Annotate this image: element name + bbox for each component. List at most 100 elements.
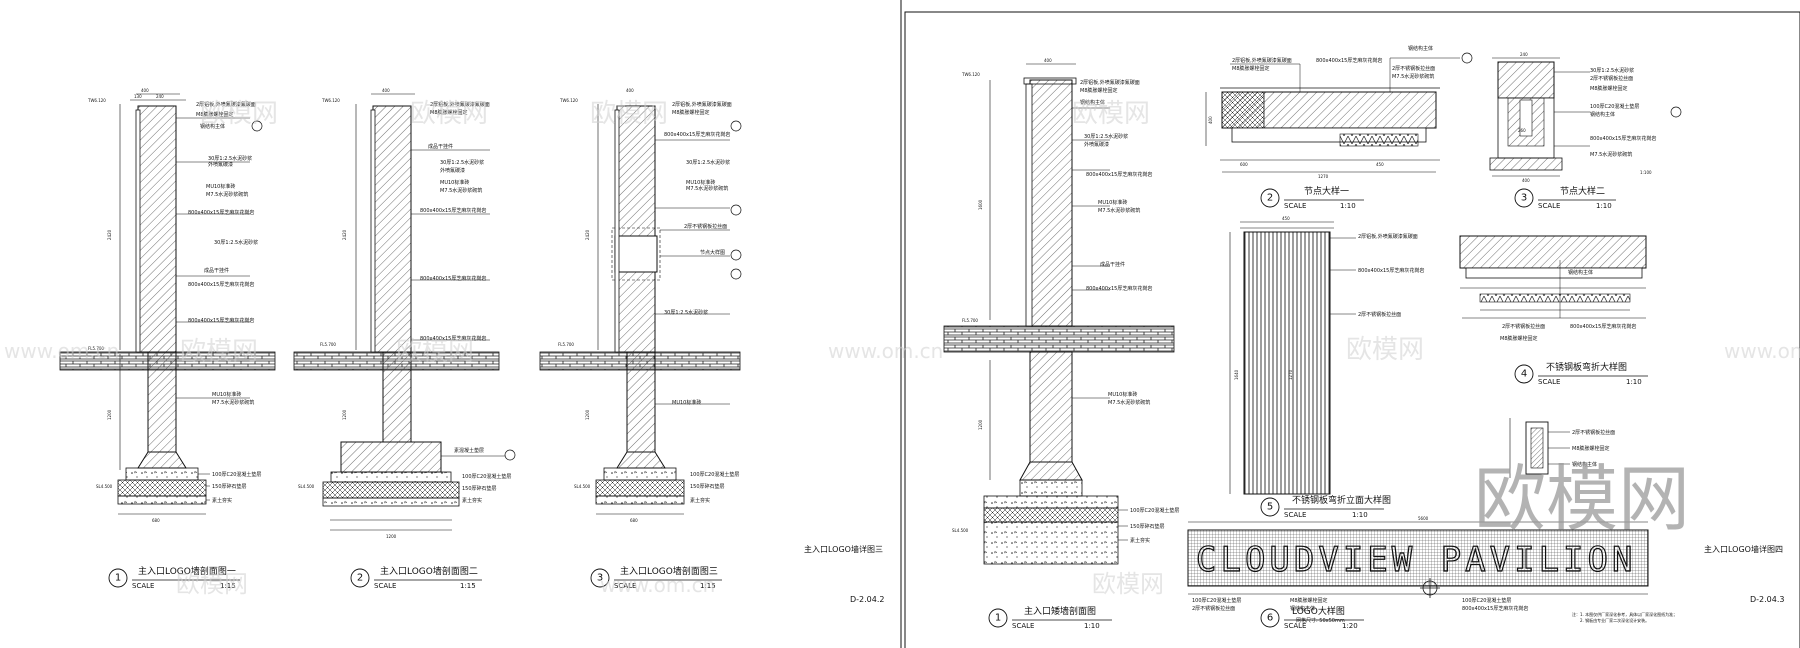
- d6-note-ss: 2厚不锈钢板拉丝面: [1192, 605, 1235, 612]
- d5-note-stone: 800x400x15厚芝麻灰花岗岩: [1358, 267, 1424, 274]
- d3-note-mortar: 30厚1:2.5水泥砂浆: [1590, 67, 1634, 74]
- section-3-drawing: [539, 104, 742, 515]
- s1-dim-2420: 2420: [107, 229, 112, 240]
- d6-note-c20: 100厚C20混凝土垫层: [1192, 597, 1241, 604]
- svg-text:不锈钢板弯折大样图: 不锈钢板弯折大样图: [1546, 361, 1627, 373]
- detail-3-drawing: [1489, 57, 1682, 177]
- detail-6-drawing: [1187, 521, 1649, 598]
- svg-text:SCALE: SCALE: [1284, 202, 1306, 210]
- svg-text:2: 2: [357, 573, 363, 584]
- d5-dim-450: 450: [1282, 216, 1290, 221]
- d6-note-c20b: 100厚C20混凝土垫层: [1462, 597, 1511, 604]
- svg-text:SCALE: SCALE: [1284, 622, 1306, 630]
- d3-note-stone: 800x400x15厚芝麻灰花岗岩: [1590, 135, 1656, 142]
- s3-dim-680: 680: [630, 518, 638, 523]
- s2-note-gravel: 150厚碎石垫层: [462, 485, 497, 492]
- d4-note-ss: 2厚不锈钢板拉丝面: [1502, 323, 1545, 330]
- s3-note-anchor: M8膨胀螺栓固定: [672, 109, 710, 116]
- s2-note-stone3: 800x400x15厚芝麻灰花岗岩: [420, 335, 486, 342]
- section-2-drawing: [293, 93, 516, 531]
- right-sheet-title: 主入口LOGO墙详图四: [1704, 544, 1783, 554]
- svg-text:SCALE: SCALE: [374, 582, 396, 590]
- svg-text:6: 6: [1267, 613, 1273, 624]
- d2-note-stone: 800x400x15厚芝麻灰花岗岩: [1316, 57, 1382, 64]
- d2-note-ss: 2厚不锈钢板拉丝面: [1392, 65, 1435, 72]
- d1-note-m75b: M7.5水泥砂浆砌筑: [1108, 399, 1150, 406]
- post-note-steel: 钢结构主体: [1572, 461, 1597, 468]
- s2-note-c20: 100厚C20混凝土垫层: [462, 473, 511, 480]
- s3-note-c20: 100厚C20混凝土垫层: [690, 471, 739, 478]
- detail-2-drawing: [1205, 52, 1473, 173]
- s2-tw: TW6.120: [321, 98, 340, 103]
- s2-note-foundation: 素混凝土垫层: [454, 447, 484, 454]
- svg-text:1:20: 1:20: [1342, 622, 1358, 630]
- section-1-callout: [251, 120, 263, 132]
- s1-note-coping: 2厚铝板,外喷氟碳漆氟碳面: [196, 101, 256, 108]
- svg-text:1:15: 1:15: [700, 582, 716, 590]
- d1-note-steel: 钢结构主体: [1080, 99, 1105, 106]
- s2-note-stone2: 800x400x15厚芝麻灰花岗岩: [420, 275, 486, 282]
- svg-text:主入口LOGO墙剖面图二: 主入口LOGO墙剖面图二: [380, 565, 478, 577]
- detail-2-title: 2 节点大样一 SCALE 1:10: [1260, 185, 1364, 210]
- d5-dim-1270: 1270: [1288, 369, 1293, 380]
- d6-note-steel: 钢结构主体: [1290, 605, 1315, 612]
- svg-text:3: 3: [1521, 193, 1527, 204]
- section-1-drawing: [59, 93, 276, 515]
- s2-note-soil: 素土夯实: [462, 497, 482, 504]
- d3-note-anchor: M8膨胀螺栓固定: [1590, 85, 1628, 92]
- s2-note-mu10: MU10标准砖: [440, 179, 469, 186]
- svg-text:1: 1: [995, 613, 1001, 624]
- s1-note-fixing: 成品干挂件: [204, 267, 229, 274]
- right-sheet-code: D-2.04.3: [1750, 595, 1785, 604]
- post-detail-drawing: [1509, 418, 1570, 478]
- d1-note-gravel: 150厚碎石垫层: [1130, 523, 1165, 530]
- d1-tw: TW6.120: [961, 72, 980, 77]
- watermark-cn-6: 欧模网: [396, 337, 474, 367]
- left-section-2-title: 2 主入口LOGO墙剖面图二 SCALE 1:15: [350, 565, 482, 590]
- watermark-cn-9: 欧模网: [1092, 570, 1164, 598]
- s3-tw: TW6.120: [559, 98, 578, 103]
- d1-note-soil: 素土夯实: [1130, 537, 1150, 544]
- svg-text:SCALE: SCALE: [1284, 511, 1306, 519]
- svg-text:1:10: 1:10: [1084, 622, 1100, 630]
- svg-text:节点大样二: 节点大样二: [1560, 185, 1605, 197]
- d3-note-m75: M7.5水泥砂浆砌筑: [1590, 151, 1632, 158]
- svg-text:2: 2: [1267, 193, 1273, 204]
- s3-note-stone: 800x400x15厚芝麻灰花岗岩: [664, 131, 730, 138]
- detail-4-drawing: [1459, 235, 1647, 319]
- s1-note-stone: 800x400x15厚芝麻灰花岗岩: [188, 209, 254, 216]
- s1-note-seal: 外喷氟碳漆: [208, 161, 233, 168]
- d5-note-coping: 2厚铝板,外喷氟碳漆氟碳面: [1358, 233, 1418, 240]
- svg-text:主入口LOGO墙剖面图一: 主入口LOGO墙剖面图一: [138, 565, 236, 577]
- s3-note-m75: M7.5水泥砂浆砌筑: [686, 185, 728, 192]
- d3-note-ss: 2厚不锈钢板拉丝面: [1590, 75, 1633, 82]
- d3-dim-240: 240: [1520, 52, 1528, 57]
- left-section-3-title: 3 主入口LOGO墙剖面图三 SCALE 1:15: [590, 565, 722, 590]
- d6-note-anchor: M8膨胀螺栓固定: [1290, 597, 1328, 604]
- s2-note-mortar: 30厚1:2.5水泥砂浆: [440, 159, 484, 166]
- s2-dim-400: 400: [382, 88, 390, 93]
- watermark-cn-7: 欧模网: [1346, 335, 1424, 365]
- s2-dim-2420: 2420: [342, 229, 347, 240]
- svg-text:不锈钢板弯折立面大样图: 不锈钢板弯折立面大样图: [1292, 494, 1391, 506]
- s2-note-fixing: 成品干挂件: [428, 143, 453, 150]
- s1-dim-400: 400: [141, 88, 149, 93]
- d2-note-anchor: M8膨胀螺栓固定: [1232, 65, 1270, 72]
- s2-dim-1200: 1200: [342, 409, 347, 420]
- s2-note-seal: 外喷氟碳漆: [440, 167, 465, 174]
- s2-note-anchor: M8膨胀螺栓固定: [430, 109, 468, 116]
- svg-text:SCALE: SCALE: [1538, 202, 1560, 210]
- post-note-ss: 2厚不锈钢板拉丝面: [1572, 429, 1615, 436]
- s3-note-coping: 2厚铝板,外喷氟碳漆氟碳面: [672, 101, 732, 108]
- s1-dim-1200: 1200: [107, 409, 112, 420]
- s1-tw: TW6.120: [87, 98, 106, 103]
- s3-dim-400: 400: [626, 88, 634, 93]
- d1-note-mortar: 30厚1:2.5水泥砂浆: [1084, 133, 1128, 140]
- d1-note-fixing: 成品干挂件: [1100, 261, 1125, 268]
- d3-dim-400: 400: [1522, 178, 1530, 183]
- svg-text:SCALE: SCALE: [614, 582, 636, 590]
- s3-note-node: 节点大样图: [700, 249, 725, 256]
- d3-note-c20: 100厚C20混凝土垫层: [1590, 103, 1639, 110]
- s1-note-gravel: 150厚碎石垫层: [212, 483, 247, 490]
